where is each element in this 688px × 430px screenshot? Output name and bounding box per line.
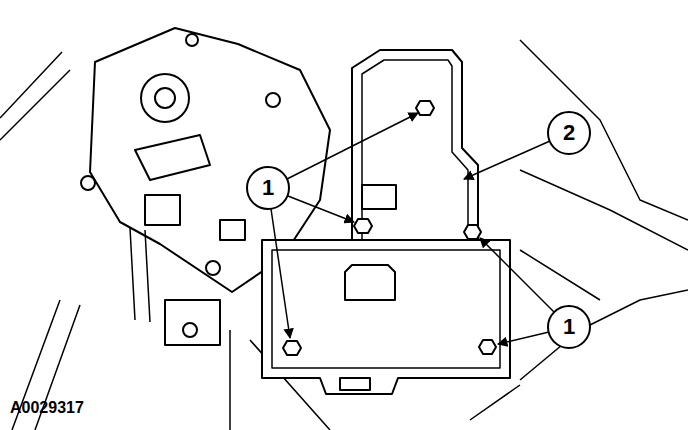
figure-code: A0029317	[10, 400, 84, 416]
callout-number: 2	[563, 122, 575, 144]
callout-number: 1	[262, 177, 274, 199]
callout-number: 1	[563, 316, 575, 338]
